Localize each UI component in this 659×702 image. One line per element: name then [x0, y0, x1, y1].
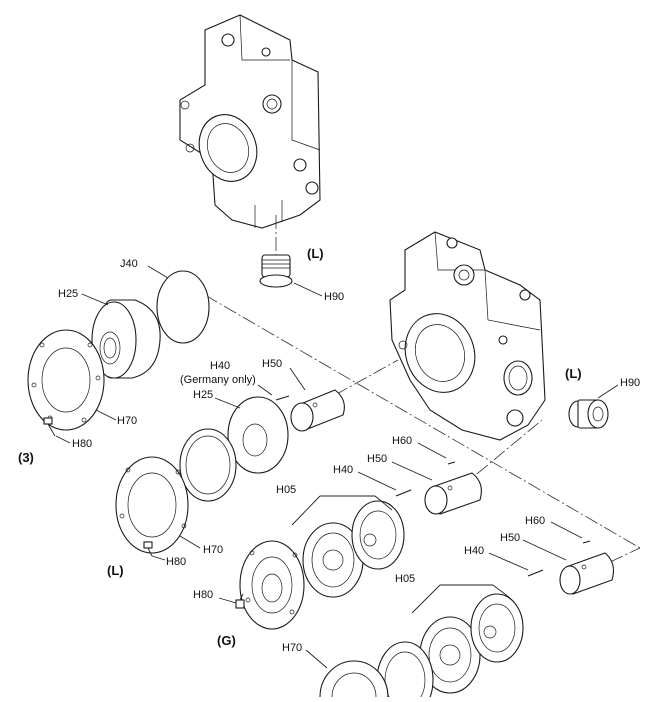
label-h50-low: H50	[500, 532, 520, 544]
label-germany-only: (Germany only)	[180, 374, 256, 386]
label-h05-mid: H05	[276, 484, 296, 496]
label-l-right: (L)	[565, 366, 582, 381]
gasket-j40	[156, 270, 210, 344]
pin-h40-mid	[395, 489, 412, 497]
sleeve-h50-top	[290, 389, 345, 432]
ring-middle	[179, 428, 237, 502]
gear-set-h05-mid	[302, 500, 405, 598]
label-l-upper: (L)	[307, 246, 324, 261]
label-h25-mid: H25	[193, 389, 213, 401]
label-h40-low: H40	[464, 545, 484, 557]
screw-h80-mid	[143, 541, 153, 557]
plate-h70-upper	[27, 329, 105, 431]
label-h60-low: H60	[525, 515, 545, 527]
gear-set-h05-low	[419, 593, 524, 694]
label-h05-low: H05	[395, 573, 415, 585]
plate-flange-lower	[239, 540, 305, 630]
pump-housing-upper	[179, 14, 321, 229]
label-h80-top: H80	[72, 438, 92, 450]
pin-h60-low	[582, 540, 591, 544]
plate-h70-low	[319, 660, 389, 702]
pin-h60-mid	[447, 461, 456, 465]
plate-h70-mid	[115, 456, 189, 554]
label-j40: J40	[120, 258, 138, 270]
label-group-3: (3)	[18, 450, 34, 465]
screw-h80-upper	[43, 417, 56, 437]
label-h40-mid: H40	[333, 464, 353, 476]
pump-housing-right	[389, 231, 546, 441]
cover-h25-mid	[227, 396, 289, 474]
label-h80-mid: H80	[166, 556, 186, 568]
label-h80-low: H80	[193, 589, 213, 601]
pin-h40-top	[275, 395, 290, 401]
label-g-group: (G)	[217, 633, 236, 648]
plug-h90-upper	[259, 254, 293, 288]
plug-h90-right	[568, 399, 609, 429]
cover-h25-upper	[91, 299, 161, 379]
sleeve-h50-mid	[424, 472, 482, 515]
label-h90-right: H90	[620, 377, 640, 389]
screw-h80-lower	[235, 593, 245, 609]
label-h40-top: H40	[210, 360, 230, 372]
label-h90-upper: H90	[324, 291, 344, 303]
label-h60-mid: H60	[392, 435, 412, 447]
label-h70-low: H70	[282, 642, 302, 654]
label-h70-top: H70	[117, 415, 137, 427]
pin-h40-low	[527, 569, 544, 577]
label-h25-top: H25	[58, 288, 78, 300]
label-h50-top: H50	[262, 358, 282, 370]
sleeve-h50-low	[559, 552, 614, 595]
label-h50-mid: H50	[367, 453, 387, 465]
label-l-left: (L)	[107, 563, 124, 578]
label-h70-mid: H70	[203, 544, 223, 556]
